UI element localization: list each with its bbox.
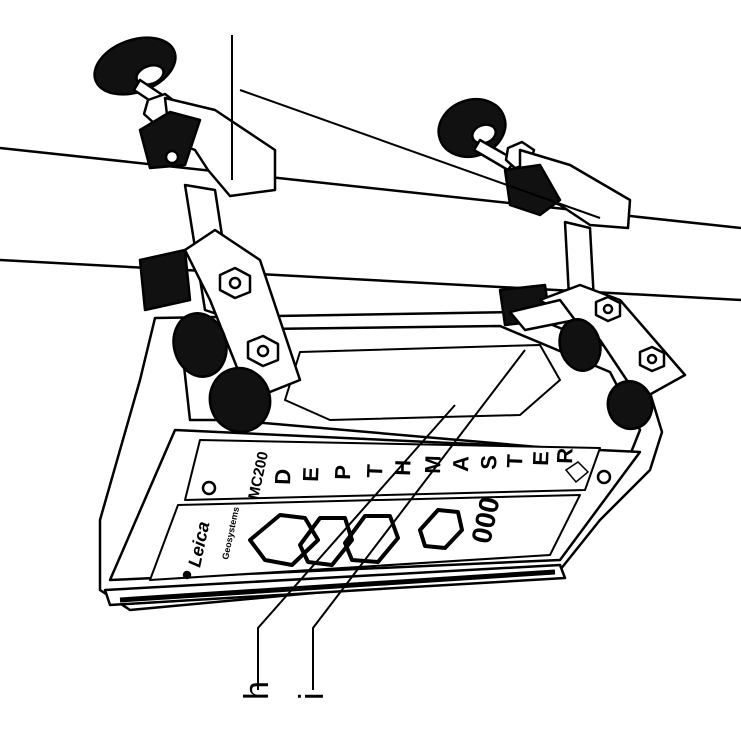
name-letter: A [448, 455, 474, 472]
left-clamp [93, 36, 302, 434]
leader-lines [231, 35, 601, 690]
name-letter: E [528, 451, 553, 467]
device-name: D E P T H M A S T E R [270, 447, 578, 485]
device-label-upper: MC200 D E P T H M A S T E R [245, 447, 590, 501]
name-letter: E [298, 467, 323, 483]
name-letter: S [476, 455, 501, 471]
callout-h: h [238, 681, 276, 700]
name-letter: M [420, 455, 446, 474]
leader-h [257, 404, 456, 690]
name-letter: D [270, 468, 296, 485]
crossbar [0, 146, 741, 302]
name-letter: T [502, 453, 527, 468]
right-clamp [437, 97, 687, 431]
name-letter: T [362, 463, 387, 478]
display-arrows-icon [248, 508, 464, 567]
leader-i [312, 349, 526, 690]
name-letter: P [330, 465, 355, 481]
callout-i: i [293, 692, 331, 700]
logo-mark-icon [564, 461, 590, 484]
name-letter: R [552, 447, 578, 464]
